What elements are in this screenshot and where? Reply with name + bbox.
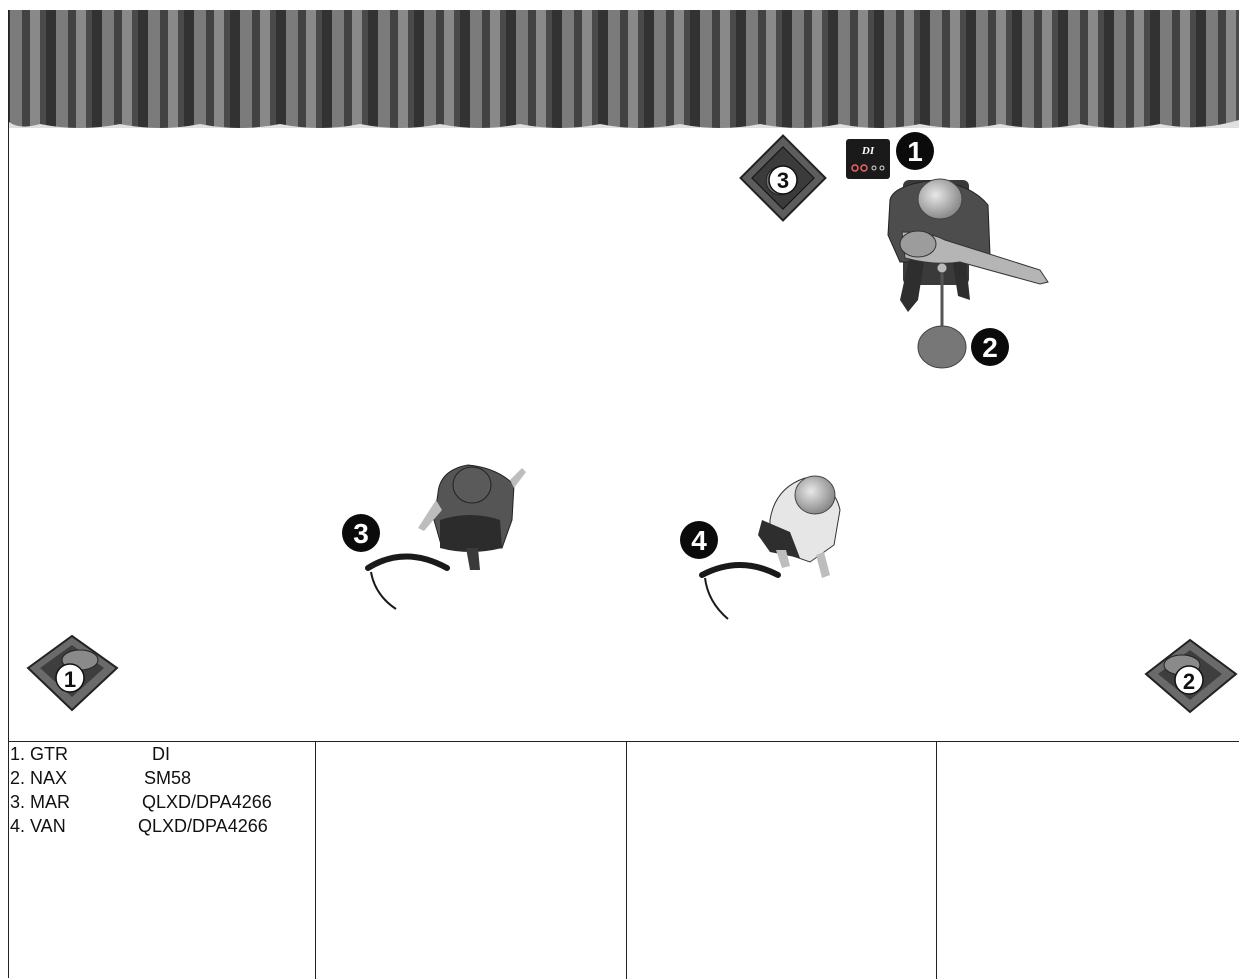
input-label: 4. VAN xyxy=(10,817,66,835)
marker-2-mic-stand: 2 xyxy=(982,332,998,363)
marker-1-di-badge: 1 xyxy=(896,132,934,170)
input-mic: QLXD/DPA4266 xyxy=(138,817,268,835)
performer-mar xyxy=(418,465,526,570)
input-list-table: 1. GTR DI 2. NAX SM58 3. MAR QLXD/DPA426… xyxy=(8,741,1239,979)
input-mic: QLXD/DPA4266 xyxy=(142,793,272,811)
wedge-3-label-badge: 3 xyxy=(769,166,797,194)
di-box-label: DI xyxy=(861,145,875,157)
marker-3-performer: 3 xyxy=(353,518,369,549)
input-label: 1. GTR xyxy=(10,745,68,763)
marker-3-performer-badge: 3 xyxy=(342,514,380,552)
marker-4-performer: 4 xyxy=(691,525,707,556)
input-mic: DI xyxy=(152,745,170,763)
input-list-cell-3 xyxy=(626,742,936,979)
marker-2-mic-stand-badge: 2 xyxy=(971,328,1009,366)
input-mic: SM58 xyxy=(144,769,191,787)
marker-4-performer-badge: 4 xyxy=(680,521,718,559)
input-list-cell-4 xyxy=(936,742,1239,979)
input-label: 3. MAR xyxy=(10,793,70,811)
marker-1-di: 1 xyxy=(907,136,923,167)
di-box: DI xyxy=(846,139,890,179)
wedge-1-label: 1 xyxy=(64,667,76,692)
wedge-1-label-badge: 1 xyxy=(56,664,84,692)
wedge-3-label: 3 xyxy=(777,168,789,193)
seated-guitarist xyxy=(888,179,1048,312)
wedge-2-label-badge: 2 xyxy=(1175,666,1203,694)
curtain xyxy=(9,10,1239,128)
headset-mic-van xyxy=(702,565,778,619)
input-label: 2. NAX xyxy=(10,769,67,787)
input-list-cell-1: 1. GTR DI 2. NAX SM58 3. MAR QLXD/DPA426… xyxy=(8,742,315,979)
headset-mic-mar xyxy=(368,557,447,610)
performer-van xyxy=(758,476,840,578)
input-list-cell-2 xyxy=(315,742,626,979)
wedge-2-label: 2 xyxy=(1183,669,1195,694)
